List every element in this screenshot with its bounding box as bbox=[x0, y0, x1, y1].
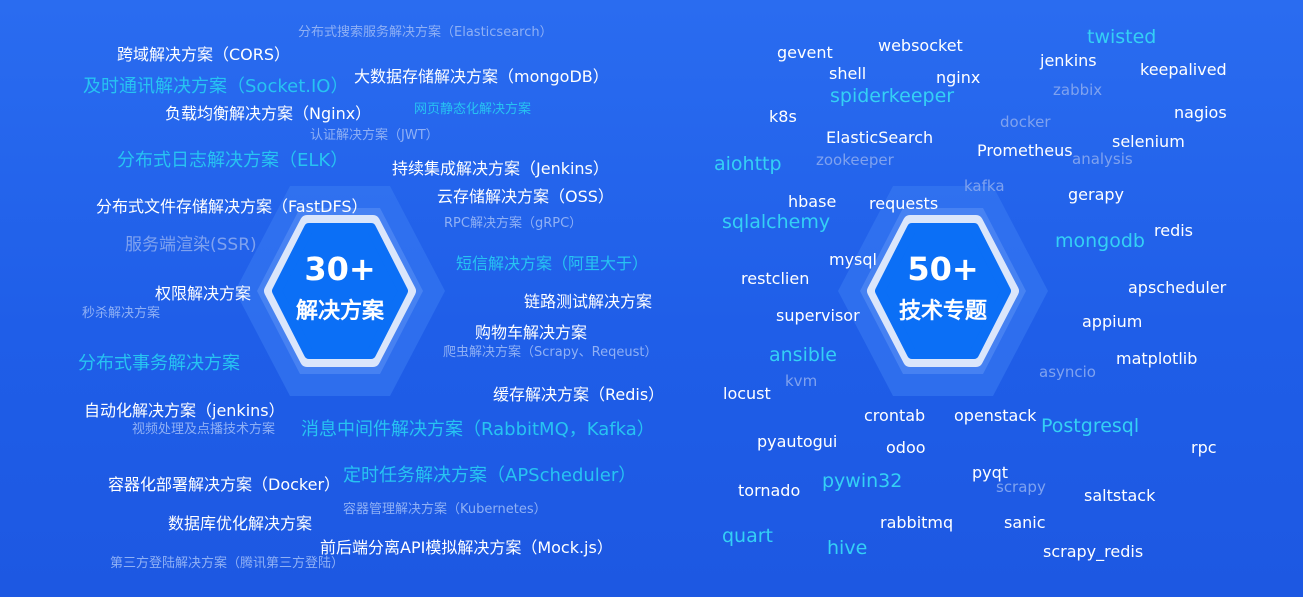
topic-tag: ElasticSearch bbox=[826, 128, 934, 147]
topic-tag: jenkins bbox=[1040, 51, 1097, 70]
solution-tag: 云存储解决方案（OSS） bbox=[437, 187, 614, 206]
solution-tag: 权限解决方案 bbox=[155, 284, 252, 303]
topic-tag: redis bbox=[1154, 221, 1194, 240]
topic-tag: asyncio bbox=[1039, 363, 1096, 381]
topic-tag: kafka bbox=[964, 177, 1005, 195]
solutions-badge: 30+ 解决方案 bbox=[235, 186, 445, 396]
topic-tag: nginx bbox=[936, 68, 981, 87]
topic-tag: Prometheus bbox=[977, 141, 1073, 160]
solution-tag: 消息中间件解决方案（RabbitMQ，Kafka） bbox=[301, 419, 655, 440]
topic-tag: ansible bbox=[769, 344, 837, 366]
topic-tag: nagios bbox=[1174, 103, 1227, 122]
solutions-count: 30+ bbox=[304, 250, 376, 288]
topic-tag: gevent bbox=[777, 43, 833, 62]
topic-tag: sqlalchemy bbox=[722, 211, 831, 233]
topic-tag: requests bbox=[869, 194, 939, 213]
solution-tag: 持续集成解决方案（Jenkins） bbox=[392, 159, 609, 178]
topic-tag: Postgresql bbox=[1041, 415, 1140, 437]
topic-tag: analysis bbox=[1072, 150, 1133, 168]
topic-tag: quart bbox=[722, 525, 774, 547]
solution-tag: 定时任务解决方案（APScheduler） bbox=[343, 465, 637, 486]
solution-tag: 视频处理及点播技术方案 bbox=[132, 422, 276, 437]
topic-tag: rpc bbox=[1191, 438, 1217, 457]
topics-count: 50+ bbox=[907, 250, 979, 288]
topic-tag: pywin32 bbox=[822, 470, 903, 492]
solution-tag: 短信解决方案（阿里大于） bbox=[456, 254, 649, 273]
topic-tag: pyautogui bbox=[757, 432, 838, 451]
solution-tag: 秒杀解决方案 bbox=[82, 306, 161, 321]
topic-tag: odoo bbox=[886, 438, 926, 457]
topic-tag: zookeeper bbox=[816, 151, 894, 169]
topics-badge: 50+ 技术专题 bbox=[838, 186, 1048, 396]
topic-tag: selenium bbox=[1112, 132, 1185, 151]
topic-tag: zabbix bbox=[1053, 81, 1103, 99]
topic-tag: shell bbox=[829, 64, 867, 83]
topic-tag: twisted bbox=[1087, 26, 1157, 48]
topics-label: 技术专题 bbox=[898, 299, 987, 324]
topic-tag: locust bbox=[723, 384, 771, 403]
topic-tag: rabbitmq bbox=[880, 513, 954, 532]
topic-tag: hbase bbox=[788, 192, 837, 211]
solution-tag: 自动化解决方案（jenkins） bbox=[84, 401, 285, 420]
topic-tag: matplotlib bbox=[1116, 349, 1198, 368]
topic-tag: saltstack bbox=[1084, 486, 1156, 505]
solution-tag: 分布式事务解决方案 bbox=[78, 353, 240, 374]
topic-tag: kvm bbox=[785, 372, 818, 390]
topic-tag: gerapy bbox=[1068, 185, 1125, 204]
solution-tag: 前后端分离API模拟解决方案（Mock.js） bbox=[320, 538, 613, 557]
topic-tag: spiderkeeper bbox=[830, 85, 955, 107]
solution-tag: 分布式搜索服务解决方案（Elasticsearch） bbox=[298, 25, 553, 40]
topic-tag: apscheduler bbox=[1128, 278, 1227, 297]
topic-tag: keepalived bbox=[1140, 60, 1227, 79]
solution-tag: 分布式文件存储解决方案（FastDFS） bbox=[96, 197, 368, 216]
solution-tag: 服务端渲染(SSR) bbox=[125, 235, 257, 255]
topic-tag: hive bbox=[827, 537, 868, 559]
solution-tag: 负载均衡解决方案（Nginx） bbox=[165, 104, 372, 123]
solution-tag: 认证解决方案（JWT） bbox=[310, 128, 439, 143]
topic-tag: aiohttp bbox=[714, 153, 782, 175]
topic-tag: openstack bbox=[954, 406, 1037, 425]
solution-tag: 爬虫解决方案（Scrapy、Reqeust） bbox=[443, 345, 658, 360]
solution-tag: 缓存解决方案（Redis） bbox=[493, 385, 665, 404]
topic-tag: docker bbox=[1000, 113, 1051, 131]
topic-tag: appium bbox=[1082, 312, 1143, 331]
solution-tag: 链路测试解决方案 bbox=[524, 292, 653, 311]
solution-tag: 分布式日志解决方案（ELK） bbox=[117, 150, 349, 171]
solution-tag: 第三方登陆解决方案（腾讯第三方登陆） bbox=[110, 556, 345, 571]
solution-tag: RPC解决方案（gRPC） bbox=[444, 216, 583, 231]
topic-tag: scrapy bbox=[996, 478, 1046, 496]
solution-tag: 容器化部署解决方案（Docker） bbox=[108, 475, 341, 494]
solution-tag: 跨域解决方案（CORS） bbox=[117, 45, 291, 64]
solution-tag: 及时通讯解决方案（Socket.IO） bbox=[83, 76, 349, 97]
topic-tag: crontab bbox=[864, 406, 926, 425]
topic-tag: tornado bbox=[738, 481, 801, 500]
solution-tag: 数据库优化解决方案 bbox=[168, 514, 313, 533]
topic-tag: mysql bbox=[829, 250, 877, 269]
topic-tag: k8s bbox=[769, 107, 797, 126]
solutions-label: 解决方案 bbox=[295, 299, 384, 324]
solution-tag: 容器管理解决方案（Kubernetes） bbox=[343, 502, 547, 517]
hexagon-icon bbox=[838, 186, 1048, 396]
solution-tag: 大数据存储解决方案（mongoDB） bbox=[354, 67, 609, 86]
solution-tag: 网页静态化解决方案 bbox=[414, 102, 532, 117]
topic-tag: supervisor bbox=[776, 306, 860, 325]
topic-tag: mongodb bbox=[1055, 230, 1145, 252]
solution-tag: 购物车解决方案 bbox=[475, 323, 588, 342]
topic-tag: websocket bbox=[878, 36, 963, 55]
hexagon-icon bbox=[235, 186, 445, 396]
topic-tag: pyqt bbox=[972, 463, 1009, 482]
topic-tag: scrapy_redis bbox=[1043, 542, 1144, 561]
topic-tag: sanic bbox=[1004, 513, 1046, 532]
topic-tag: restclien bbox=[741, 269, 810, 288]
